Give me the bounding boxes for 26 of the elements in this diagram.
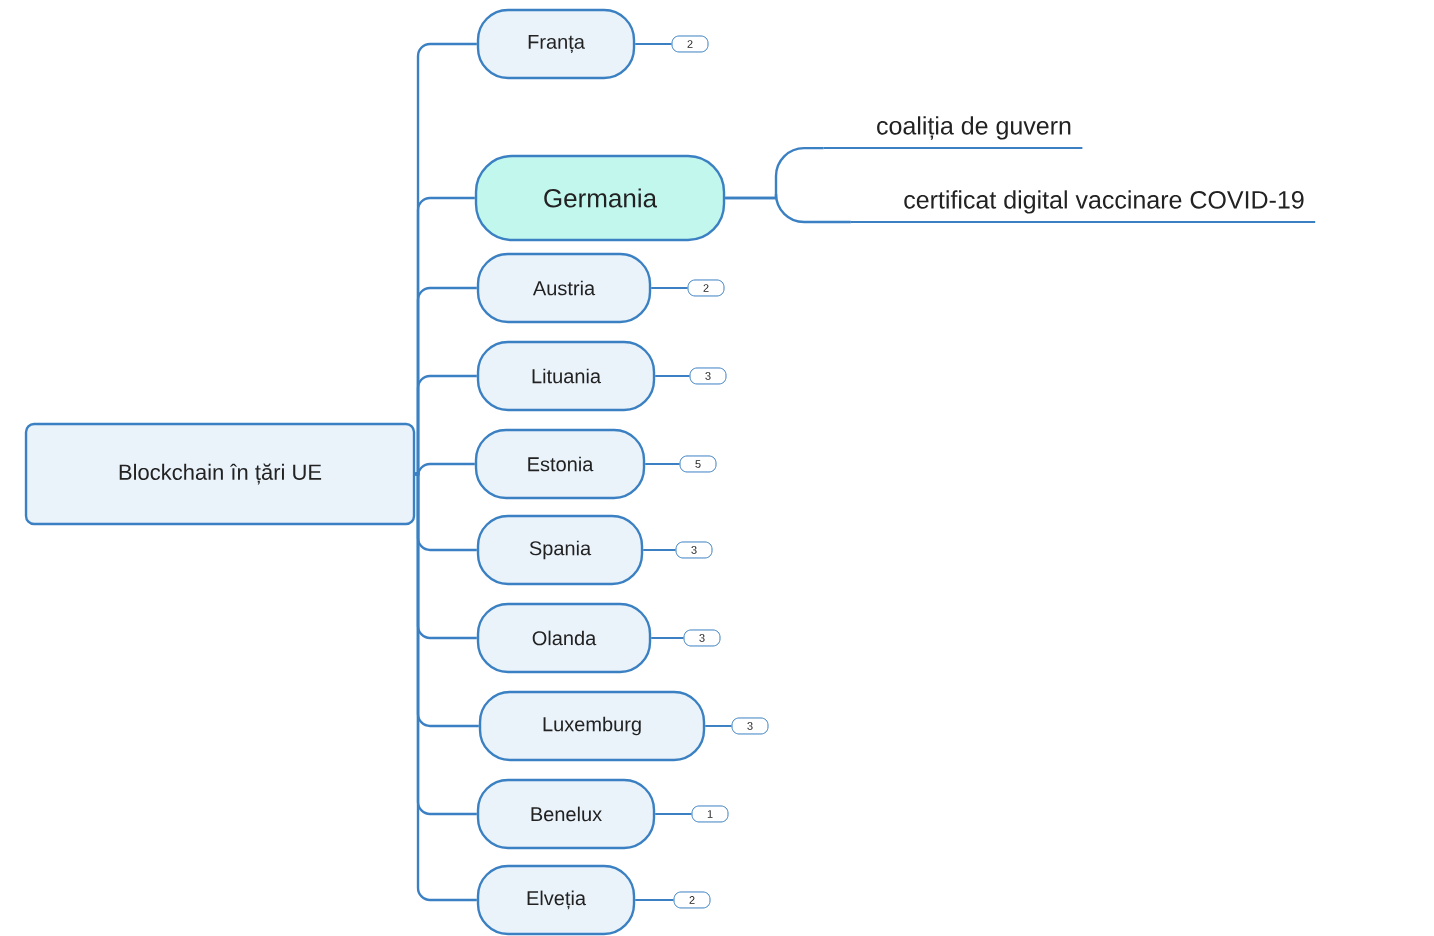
connector-line (415, 462, 475, 478)
connector-line (650, 287, 689, 289)
connector-line (634, 43, 673, 45)
topic-box: Luxemburg (478, 690, 706, 762)
topic-box: Lituania (476, 340, 656, 412)
central-topic-box: Blockchain în țări UE (24, 422, 416, 526)
topic-box: Olanda (476, 602, 652, 674)
topic-box: Elveția (476, 864, 636, 936)
connector-line (415, 374, 477, 476)
subtopic-text: certificat digital vaccinare COVID-19 (849, 190, 1317, 224)
connector-line (650, 636, 685, 639)
connector-line (642, 549, 677, 551)
connector-line (634, 898, 675, 901)
topic-box: Spania (476, 514, 644, 586)
topic-box: Estonia (474, 428, 646, 500)
connector-line (725, 192, 851, 224)
topic-box: Franța (476, 8, 636, 80)
connector-line (654, 375, 691, 377)
connector-line (654, 812, 693, 815)
topic-box: Benelux (476, 778, 656, 850)
subtopic-text: coaliția de guvern (822, 116, 1084, 150)
topic-box: Austria (476, 252, 652, 324)
topic-box: Germania (474, 154, 726, 242)
connector-line (414, 472, 477, 902)
connector-line (644, 463, 681, 465)
connector-line (704, 724, 733, 727)
